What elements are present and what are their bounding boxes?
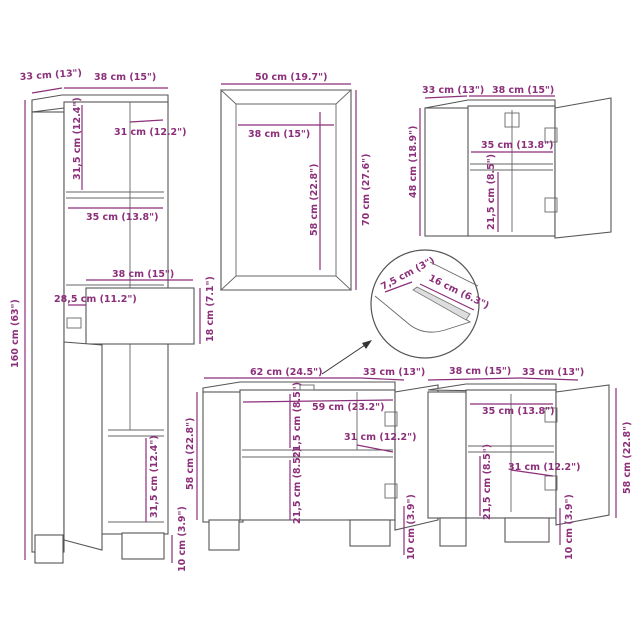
tall-leg-height-label: 10 cm (3.9") <box>177 506 188 572</box>
small-shelf-depth-label: 31 cm (12.2") <box>508 462 580 473</box>
wall-inner-width-label: 35 cm (13.8") <box>481 140 553 151</box>
sink-top-shelf-height-label: 21,5 cm (8.5") <box>292 382 303 458</box>
small-leg-height-label: 10 cm (3.9") <box>564 494 575 560</box>
sink-inner-width-label: 59 cm (23.2") <box>312 402 384 413</box>
wall-shelf-height-label: 21,5 cm (8.5") <box>486 154 497 230</box>
small-height-label: 58 cm (22.8") <box>622 422 633 494</box>
sink-depth-label: 33 cm (13") <box>363 367 425 378</box>
small-width-label: 38 cm (15") <box>449 366 511 377</box>
sink-bottom-shelf-height-label: 21,5 cm (8.5") <box>292 448 303 524</box>
sink-cabinet-dimensions: 62 cm (24.5") 33 cm (13") 58 cm (22.8") … <box>185 367 425 560</box>
small-shelf-height-label: 21,5 cm (8.5") <box>482 444 493 520</box>
tall-drawer-depth-label: 28,5 cm (11.2") <box>54 294 137 305</box>
tall-cabinet-drawing <box>31 94 195 564</box>
arrow-icon <box>362 340 372 349</box>
small-inner-width-label: 35 cm (13.8") <box>482 406 554 417</box>
tall-drawer-width-label: 38 cm (15") <box>112 269 174 280</box>
wall-cabinet-drawing <box>424 97 612 239</box>
wall-cabinet-dimensions: 33 cm (13") 38 cm (15") 48 cm (18.9") 35… <box>408 85 555 236</box>
mirror-drawing <box>219 89 353 291</box>
wall-depth-label: 33 cm (13") <box>422 85 484 96</box>
sink-cutout-detail: 7,5 cm (3") 16 cm (6.3") <box>321 249 491 375</box>
sink-height-label: 58 cm (22.8") <box>185 418 196 490</box>
tall-width-label: 38 cm (15") <box>94 72 156 83</box>
tall-depth-label: 33 cm (13") <box>19 68 82 83</box>
mirror-width-label: 50 cm (19.7") <box>255 72 327 83</box>
mirror-dimensions: 50 cm (19.7") 38 cm (15") 58 cm (22.8") … <box>221 72 372 290</box>
small-depth-label: 33 cm (13") <box>522 367 584 378</box>
wall-width-label: 38 cm (15") <box>492 85 554 96</box>
tall-top-shelf-height-label: 31,5 cm (12.4") <box>72 97 83 180</box>
small-cabinet-dimensions: 38 cm (15") 33 cm (13") 35 cm (13.8") 31… <box>427 366 633 560</box>
mirror-inner-height-label: 58 cm (22.8") <box>309 164 320 236</box>
tall-inner-width-label: 35 cm (13.8") <box>86 212 158 223</box>
sink-cabinet-drawing <box>202 381 439 551</box>
sink-shelf-depth-label: 31 cm (12.2") <box>344 432 416 443</box>
tall-cabinet-dimensions: 33 cm (13") 38 cm (15") 31,5 cm (12.4") … <box>10 68 216 572</box>
tall-bottom-shelf-height-label: 31,5 cm (12.4") <box>149 435 160 518</box>
sink-width-label: 62 cm (24.5") <box>250 367 322 378</box>
tall-shelf-depth-label: 31 cm (12.2") <box>114 127 186 138</box>
mirror-inner-width-label: 38 cm (15") <box>248 129 310 140</box>
mirror-height-label: 70 cm (27.6") <box>361 154 372 226</box>
tall-drawer-height-label: 18 cm (7.1") <box>205 276 216 342</box>
wall-height-label: 48 cm (18.9") <box>408 126 419 198</box>
tall-total-height-label: 160 cm (63") <box>10 299 21 368</box>
sink-leg-height-label: 10 cm (3.9") <box>406 494 417 560</box>
small-cabinet-drawing <box>427 383 610 547</box>
